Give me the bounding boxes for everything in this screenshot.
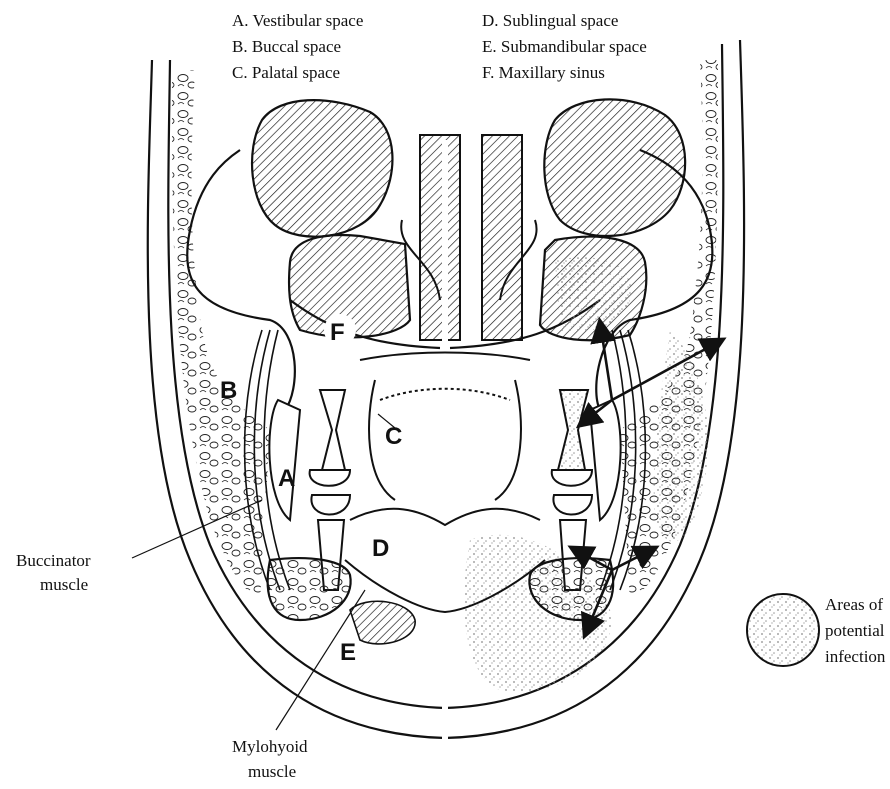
orbit-left bbox=[252, 100, 392, 237]
legend-maxillary: F. Maxillary sinus bbox=[482, 63, 605, 82]
callout-mylohyoid: Mylohyoid muscle bbox=[232, 737, 308, 781]
legend-palatal: C. Palatal space bbox=[232, 63, 340, 82]
orbit-right bbox=[544, 99, 685, 236]
letter-e: E bbox=[340, 639, 356, 666]
submandibular-gland bbox=[350, 601, 415, 644]
legend-submandibular: E. Submandibular space bbox=[482, 37, 647, 56]
infection-legend: Areas of potential infection bbox=[747, 594, 886, 666]
infection-areas bbox=[464, 330, 708, 692]
tooth-upper-left bbox=[310, 390, 350, 486]
mylohyoid-line2: muscle bbox=[248, 762, 296, 781]
buccinator-line1: Buccinator bbox=[16, 551, 91, 570]
callout-buccinator: Buccinator muscle bbox=[16, 551, 91, 594]
buccinator-line2: muscle bbox=[40, 575, 88, 594]
legend-sublingual: D. Sublingual space bbox=[482, 11, 618, 30]
mylohyoid-line1: Mylohyoid bbox=[232, 737, 308, 756]
letter-a: A bbox=[278, 465, 295, 492]
letter-d: D bbox=[372, 535, 389, 562]
vestibule-right bbox=[590, 400, 621, 520]
infection-line3: infection bbox=[825, 647, 886, 666]
infection-swatch bbox=[747, 594, 819, 666]
infection-line2: potential bbox=[825, 621, 885, 640]
letter-b: B bbox=[220, 377, 237, 404]
sinus-right bbox=[540, 237, 646, 341]
legend-left: A. Vestibular space B. Buccal space C. P… bbox=[232, 11, 363, 82]
letter-f: F bbox=[330, 319, 345, 346]
legend-vestibular: A. Vestibular space bbox=[232, 11, 363, 30]
infection-line1: Areas of bbox=[825, 595, 883, 614]
tooth-upper-right bbox=[552, 390, 592, 486]
nasal-structures bbox=[401, 135, 536, 340]
legend-right: D. Sublingual space E. Submandibular spa… bbox=[482, 11, 647, 82]
sinus-left: F bbox=[289, 235, 410, 346]
vestibule-left: A bbox=[269, 400, 300, 520]
mandible-left bbox=[268, 558, 351, 620]
legend-buccal: B. Buccal space bbox=[232, 37, 341, 56]
